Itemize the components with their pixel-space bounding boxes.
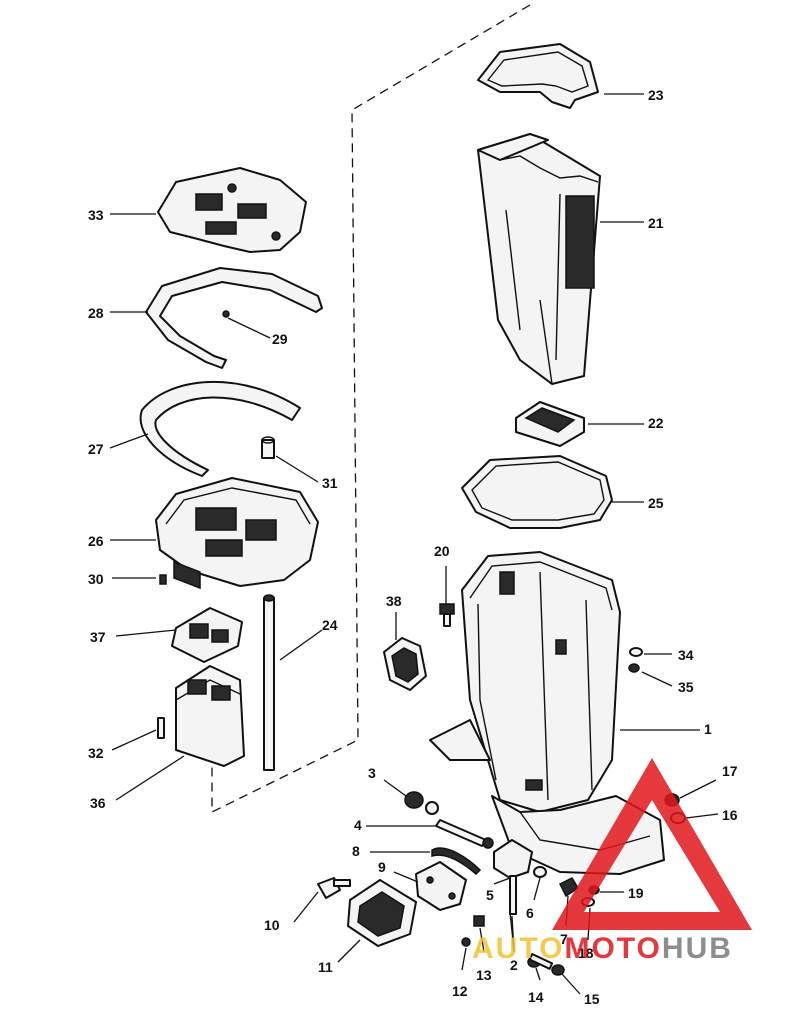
callout-34: 34: [678, 647, 694, 663]
callout-2: 2: [510, 957, 518, 973]
callout-12: 12: [452, 983, 468, 999]
callout-15: 15: [584, 991, 600, 1007]
watermark-triangle-icon: [552, 758, 752, 930]
callout-35: 35: [678, 679, 694, 695]
callout-28: 28: [88, 305, 104, 321]
callout-25: 25: [648, 495, 664, 511]
part-6-washer: [533, 866, 547, 878]
callout-17: 17: [722, 763, 738, 779]
callout-24: 24: [322, 617, 338, 633]
callout-7: 7: [560, 931, 568, 947]
callout-21: 21: [648, 215, 664, 231]
watermark-moto: MOTO: [564, 932, 661, 965]
callout-38: 38: [386, 593, 402, 609]
part-13-nut: [473, 915, 485, 927]
part-33-plate: [157, 167, 307, 253]
callout-5: 5: [486, 887, 494, 903]
watermark-logo: AUTOMOTOHUB: [472, 758, 752, 965]
part-12-screw: [461, 937, 471, 947]
watermark-hub: HUB: [662, 932, 733, 965]
callout-33: 33: [88, 207, 104, 223]
callout-8: 8: [352, 843, 360, 859]
callout-13: 13: [476, 967, 492, 983]
part-21-housing: [477, 133, 601, 385]
callout-31: 31: [322, 475, 338, 491]
part-20-plug: [439, 603, 455, 627]
part-34-washer: [629, 647, 643, 657]
part-5-mount: [493, 839, 533, 915]
callout-19: 19: [628, 885, 644, 901]
part-38-cap: [383, 637, 427, 691]
part-24-tube: [263, 594, 275, 771]
part-26-adapter-plate: [155, 477, 319, 590]
part-25-gasket: [461, 455, 613, 529]
part-31-sleeve: [261, 436, 275, 459]
part-4-stud: [435, 819, 494, 849]
callout-3: 3: [368, 765, 376, 781]
part-28-gasket: [145, 267, 323, 369]
callout-20: 20: [434, 543, 450, 559]
part-3-bushing: [404, 791, 439, 815]
part-32-bolt: [157, 717, 165, 739]
part-11-cover: [347, 879, 417, 947]
callout-32: 32: [88, 745, 104, 761]
part-37-gasket: [171, 607, 243, 663]
callout-22: 22: [648, 415, 664, 431]
part-29-screw: [222, 310, 230, 318]
svg-text:AUTOMOTOHUB: AUTOMOTOHUB: [472, 932, 733, 965]
callout-23: 23: [648, 87, 664, 103]
part-23-gasket: [477, 43, 599, 109]
callout-1: 1: [704, 721, 712, 737]
callout-9: 9: [378, 859, 386, 875]
watermark-auto: AUTO: [472, 932, 564, 965]
part-9-bracket: [415, 861, 467, 911]
part-22-seal: [515, 401, 585, 447]
callout-27: 27: [88, 441, 104, 457]
callout-11: 11: [318, 959, 333, 975]
callout-18: 18: [578, 945, 594, 961]
callout-14: 14: [528, 989, 544, 1005]
part-27-hose: [139, 381, 301, 477]
callout-16: 16: [722, 807, 738, 823]
part-8-strap: [431, 847, 482, 876]
callout-labels: 1 2 3 4 5 6 7 8 9 10 11 12 13 14 15 16 1…: [88, 87, 738, 1007]
part-10-screw: [317, 877, 351, 899]
callout-30: 30: [88, 571, 104, 587]
callout-36: 36: [90, 795, 106, 811]
callout-26: 26: [88, 533, 104, 549]
callout-6: 6: [526, 905, 534, 921]
callout-10: 10: [264, 917, 280, 933]
part-36-exhaust-tube: [175, 665, 245, 767]
callout-29: 29: [272, 331, 288, 347]
assembly-dashed-line: [211, 4, 531, 814]
part-35-nut: [628, 663, 640, 673]
part-15-screw: [528, 953, 565, 976]
callout-37: 37: [90, 629, 106, 645]
part-30-pin: [159, 574, 167, 585]
callout-4: 4: [354, 817, 362, 833]
